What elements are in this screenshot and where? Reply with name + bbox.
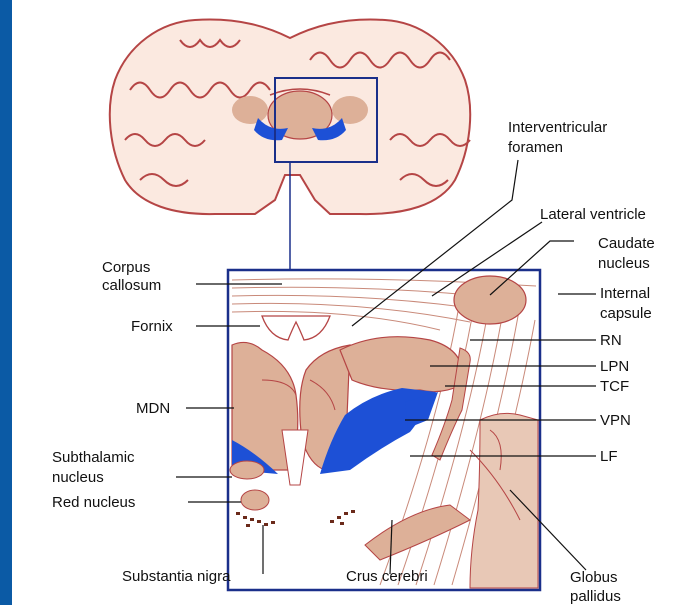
label-lf: LF [600,448,618,465]
label-lpn: LPN [600,358,629,375]
label-globus-line1: Globus [570,569,618,586]
label-interventricular-line1: Interventricular [508,119,607,136]
label-substantia-nigra: Substantia nigra [122,568,231,585]
label-subthalamic-line2: nucleus [52,469,104,486]
label-tcf: TCF [600,378,629,395]
red-nucleus-shape [241,490,269,510]
label-caudate-line1: Caudate [598,235,655,252]
label-internal-line1: Internal [600,285,650,302]
enlarged-view [228,270,540,590]
label-interventricular-line2: foramen [508,139,563,156]
label-lateral-ventricle: Lateral ventricle [540,206,646,223]
label-corpus-line2: callosum [102,277,161,294]
label-red-nucleus: Red nucleus [52,494,135,511]
label-rn: RN [600,332,622,349]
caudate-shape [454,276,526,324]
globus-pallidus-shape [470,413,538,588]
label-vpn: VPN [600,412,631,429]
subthalamic-shape [230,461,264,479]
label-fornix: Fornix [131,318,173,335]
label-mdn: MDN [136,400,170,417]
label-subthalamic-line1: Subthalamic [52,449,135,466]
label-corpus-line1: Corpus [102,259,150,276]
label-globus-line2: pallidus [570,588,621,605]
label-internal-line2: capsule [600,305,652,322]
label-caudate-line2: nucleus [598,255,650,272]
label-crus-cerebri: Crus cerebri [346,568,428,585]
